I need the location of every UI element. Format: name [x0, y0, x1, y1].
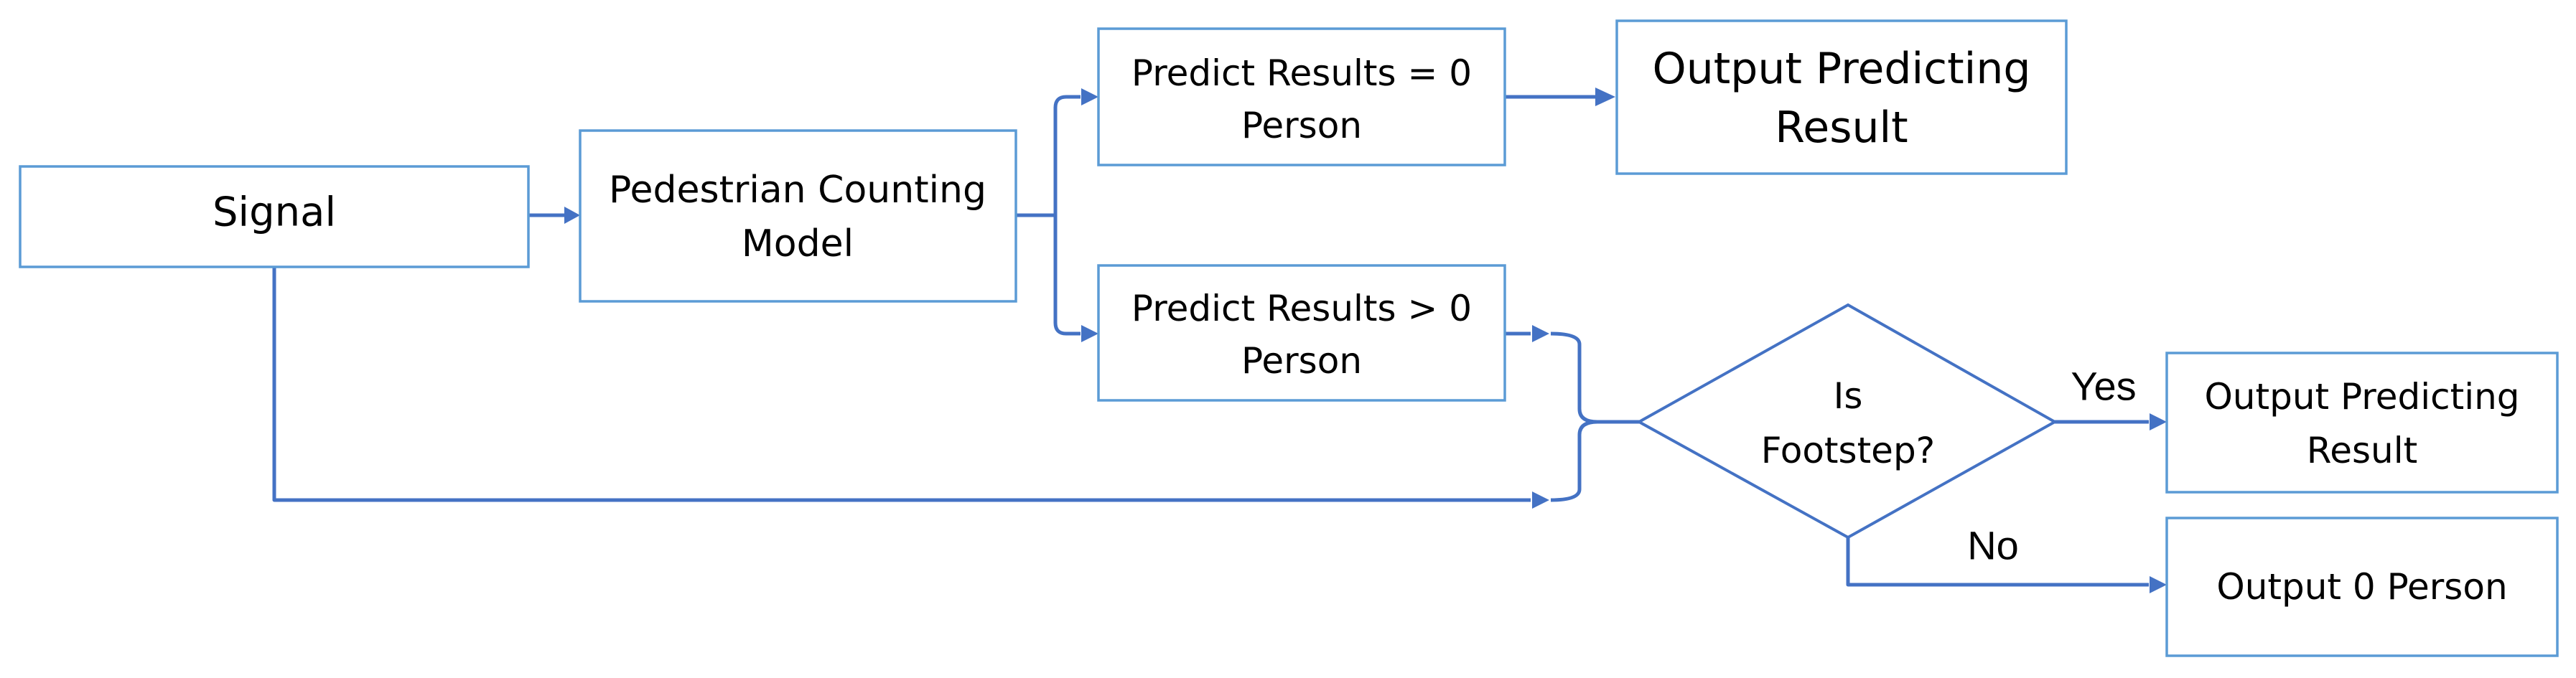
output-yes-label-line-2: Result	[2307, 430, 2418, 471]
predict-positive-label-line-2: Person	[1241, 340, 1362, 382]
no-label: No	[1967, 523, 2019, 568]
output-top-label-line-2: Result	[1775, 103, 1908, 153]
connector-merge-brace	[1550, 331, 1598, 502]
is-footstep-decision: Is Footstep?	[1635, 303, 2058, 540]
model-label-line-1: Pedestrian Counting	[609, 169, 986, 212]
connectors	[272, 95, 2149, 587]
arrowhead-output-top	[1595, 88, 1615, 106]
output-predicting-result-yes-box: Output Predicting Result	[2165, 352, 2559, 494]
predict-positive-box: Predict Results > 0 Person	[1097, 264, 1506, 402]
output-predicting-result-top-box: Output Predicting Result	[1615, 19, 2068, 175]
decision-label-line-2: Footstep?	[1761, 430, 1935, 471]
pedestrian-counting-model-box: Pedestrian Counting Model	[579, 129, 1017, 303]
connector-decision-no	[1846, 537, 2149, 587]
arrowhead-predict-zero	[1081, 88, 1098, 105]
output-zero-person-box: Output 0 Person	[2165, 517, 2559, 657]
signal-box: Signal	[19, 165, 530, 268]
model-label-line-2: Model	[742, 222, 854, 265]
predict-zero-box: Predict Results = 0 Person	[1097, 27, 1506, 166]
predict-positive-label-line-1: Predict Results > 0	[1131, 288, 1472, 329]
connector-branch-to-predict-zero	[1053, 95, 1081, 215]
arrowheads	[564, 88, 2167, 593]
arrowhead-predict-positive	[1081, 325, 1098, 342]
connector-signal-bypass	[272, 267, 1531, 502]
arrowhead-merge-lower	[1532, 491, 1549, 509]
signal-label: Signal	[213, 189, 336, 236]
arrowhead-output-no	[2150, 576, 2167, 593]
arrowhead-output-yes	[2150, 413, 2167, 430]
output-yes-label-line-1: Output Predicting	[2204, 376, 2519, 418]
predict-zero-label-line-1: Predict Results = 0	[1131, 52, 1472, 94]
output-top-label-line-1: Output Predicting	[1653, 44, 2031, 94]
connector-branch-to-predict-positive	[1053, 215, 1081, 336]
decision-label-line-1: Is	[1834, 375, 1863, 417]
output-no-label: Output 0 Person	[2216, 566, 2507, 608]
arrowhead-merge-upper	[1532, 325, 1549, 342]
predict-zero-label-line-2: Person	[1241, 105, 1362, 146]
arrowhead-model	[564, 207, 580, 224]
yes-label: Yes	[2071, 364, 2136, 409]
